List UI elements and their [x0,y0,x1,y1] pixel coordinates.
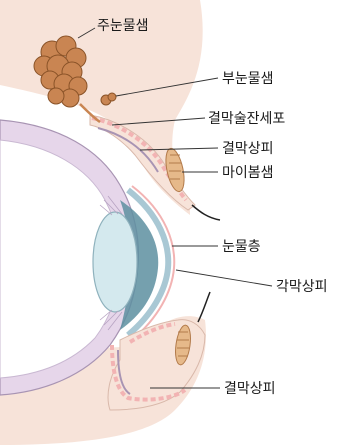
label-accessory-lacrimal-gland: 부눈물샘 [222,71,274,87]
label-meibomian-gland: 마이봄샘 [222,165,274,181]
lower-eyelash [198,292,210,322]
label-main-lacrimal-gland: 주눈물샘 [97,18,149,34]
label-corneal-epithelium: 각막상피 [276,279,328,295]
label-conjunctival-goblet-cell: 결막술잔세포 [208,111,285,127]
label-conjunctival-epithelium-lower: 결막상피 [224,381,276,397]
label-conjunctival-epithelium-upper: 결막상피 [222,141,274,157]
label-tear-film: 눈물층 [222,239,261,255]
upper-eyelash [192,205,220,220]
leader-corneal-epithelium [176,270,272,286]
lens [93,212,137,312]
